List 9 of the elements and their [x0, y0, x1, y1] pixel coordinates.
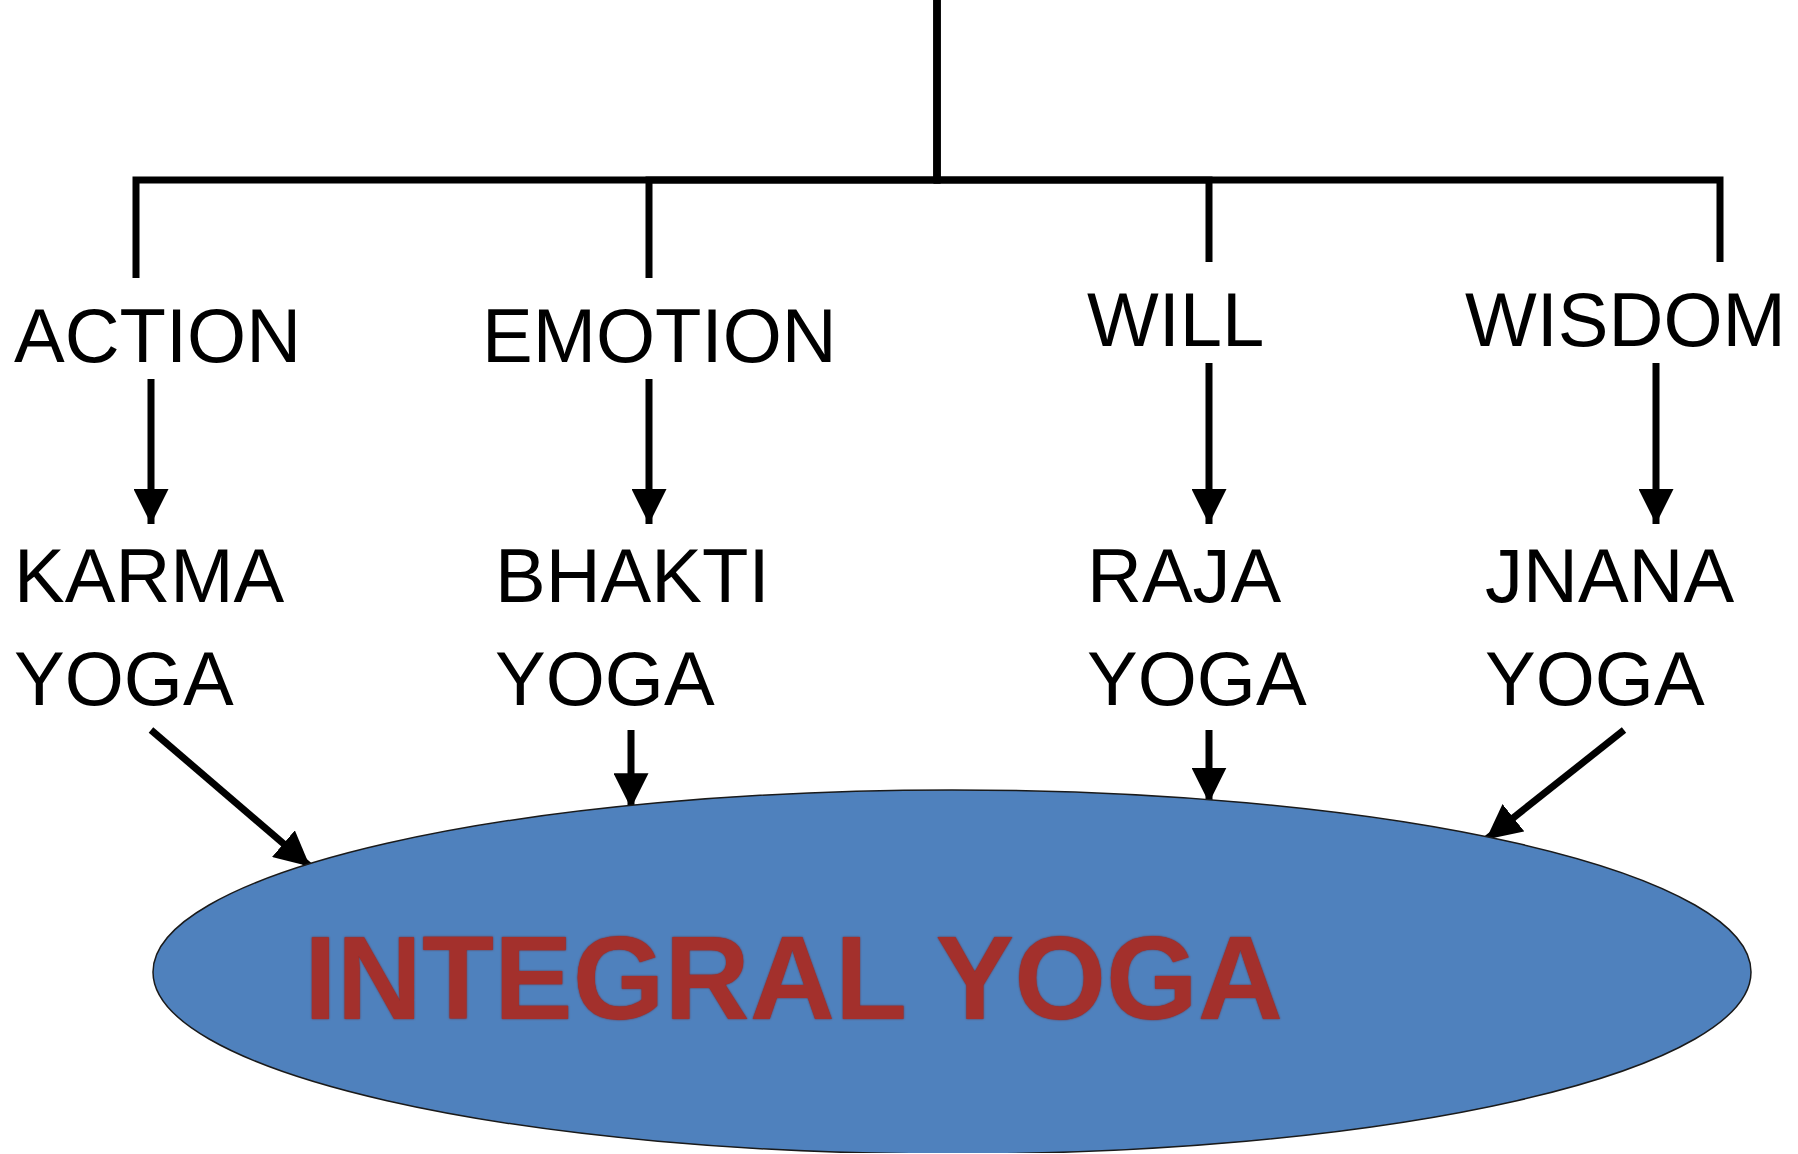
node-label: ACTION: [14, 292, 302, 380]
center-label: INTEGRAL YOGA: [304, 919, 1284, 1037]
node-label: WISDOM: [1465, 276, 1786, 364]
node-label: BHAKTI YOGA: [495, 532, 771, 724]
node-label: RAJA YOGA: [1087, 532, 1308, 724]
node-label: KARMA YOGA: [14, 532, 282, 724]
node-label: JNANA YOGA: [1485, 532, 1732, 724]
node-label: EMOTION: [482, 292, 837, 380]
node-label: WILL: [1087, 276, 1265, 364]
